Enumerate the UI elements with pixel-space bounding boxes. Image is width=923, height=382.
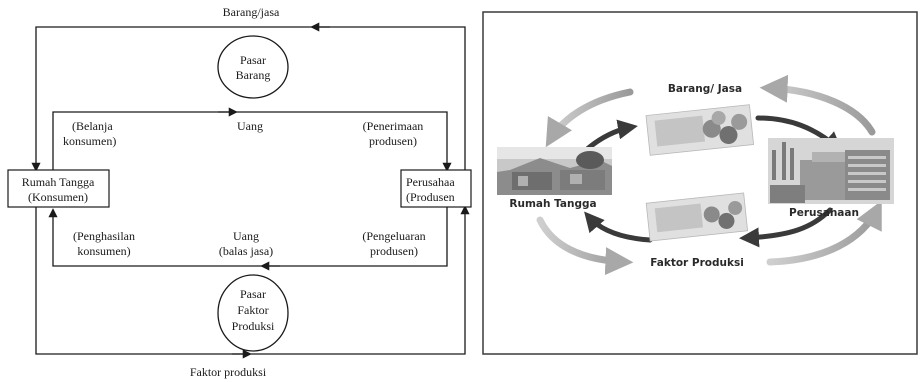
outer-arc-bottom-right <box>766 200 882 266</box>
factor-market-line-2: Faktor <box>237 303 268 317</box>
outer-arc-bottom-left <box>536 216 634 276</box>
firm-label-2: (Produsen <box>406 190 455 204</box>
outer-arc-top-right <box>759 74 876 136</box>
top-flow-label: Barang/jasa <box>223 5 280 19</box>
upper-left-note-2: konsumen) <box>63 134 116 148</box>
lower-money-label-2: (balas jasa) <box>219 244 273 258</box>
inner-income-line <box>48 207 448 267</box>
lower-left-note-1: (Penghasilan <box>73 229 135 243</box>
right-circular-flow: Rumah Tangga Perusahaan <box>482 11 918 355</box>
inner-arc-bottom-left <box>584 211 653 243</box>
household-label-2: (Konsumen) <box>28 190 88 204</box>
house-photo-icon <box>497 147 612 195</box>
money-photo-bottom-icon <box>645 192 749 242</box>
lower-right-note-2: produsen) <box>370 244 418 258</box>
factor-market-line-3: Produksi <box>232 319 275 333</box>
inner-arc-bottom-right <box>739 207 833 248</box>
lower-right-note-1: (Pengeluaran <box>362 229 425 243</box>
goods-market-line-1: Pasar <box>240 53 266 67</box>
upper-money-label: Uang <box>237 119 263 133</box>
lower-money-label-1: Uang <box>233 229 259 243</box>
outer-arc-top-left <box>545 88 634 148</box>
left-circular-flow: Barang/jasa Faktor produksi Pasar Barang… <box>7 5 472 379</box>
right-bottom-label: Faktor Produksi <box>650 257 744 269</box>
upper-left-note-1: (Belanja <box>72 119 113 133</box>
upper-right-note-1: (Penerimaan <box>363 119 424 133</box>
outer-goods-line <box>31 26 466 172</box>
household-label-1: Rumah Tangga <box>22 175 95 189</box>
firm-box <box>400 169 472 208</box>
goods-market-circle <box>217 35 289 99</box>
right-top-label: Barang/ Jasa <box>668 83 742 95</box>
bottom-flow-label: Faktor produksi <box>190 365 267 379</box>
factor-market-circle <box>217 274 289 352</box>
household-photo-label: Rumah Tangga <box>509 198 596 210</box>
inner-spending-line <box>52 111 452 172</box>
factor-market-line-1: Pasar <box>240 287 266 301</box>
factory-photo-icon <box>768 138 894 204</box>
household-box <box>7 169 110 208</box>
lower-left-note-2: konsumen) <box>77 244 130 258</box>
money-photo-top-icon <box>645 104 755 156</box>
firm-photo-label: Perusahaan <box>789 207 859 219</box>
upper-right-note-2: produsen) <box>369 134 417 148</box>
firm-label-1: Perusahaa <box>406 175 455 189</box>
goods-market-line-2: Barang <box>236 68 271 82</box>
